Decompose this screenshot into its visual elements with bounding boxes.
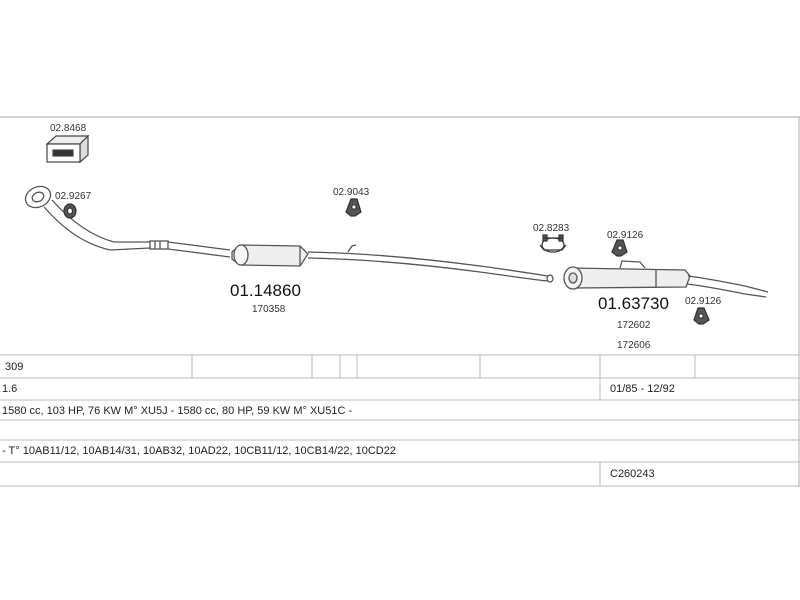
table-engine: 1.6 — [2, 383, 17, 395]
rear-silencer — [563, 260, 769, 298]
rear-silencer-code: 01.63730 — [598, 294, 669, 313]
kit-box-icon — [45, 134, 90, 164]
table-specs: 1580 cc, 103 HP, 76 KW M° XU5J - 1580 cc… — [2, 405, 352, 417]
hanger-icon — [611, 239, 628, 257]
rear-silencer-ref-1: 172602 — [617, 320, 651, 331]
hanger-icon — [693, 307, 710, 325]
clamp-icon — [539, 234, 567, 253]
table-code: C260243 — [610, 468, 655, 480]
part-code-clamp: 02.8283 — [533, 223, 570, 234]
part-code-kit: 02.8468 — [50, 123, 87, 134]
part-code-hanger-rear: 02.9126 — [607, 230, 644, 241]
hanger-icon — [345, 198, 362, 217]
table-model: 309 — [5, 361, 23, 373]
part-code-hanger-tail: 02.9126 — [685, 296, 722, 307]
rear-silencer-ref-2: 172606 — [617, 340, 651, 351]
table-years: 01/85 - 12/92 — [610, 383, 675, 395]
mid-silencer — [231, 244, 309, 267]
mid-silencer-ref: 170358 — [252, 304, 286, 315]
mid-silencer-code: 01.14860 — [230, 281, 301, 300]
part-code-hanger-mid: 02.9043 — [333, 187, 370, 198]
table-types: - T° 10AB11/12, 10AB14/31, 10AB32, 10AD2… — [2, 445, 396, 457]
spec-table — [0, 354, 800, 487]
gasket-icon — [63, 203, 77, 219]
front-pipe — [24, 185, 231, 258]
part-code-gasket: 02.9267 — [55, 191, 92, 202]
intermediate-pipe — [307, 244, 554, 283]
